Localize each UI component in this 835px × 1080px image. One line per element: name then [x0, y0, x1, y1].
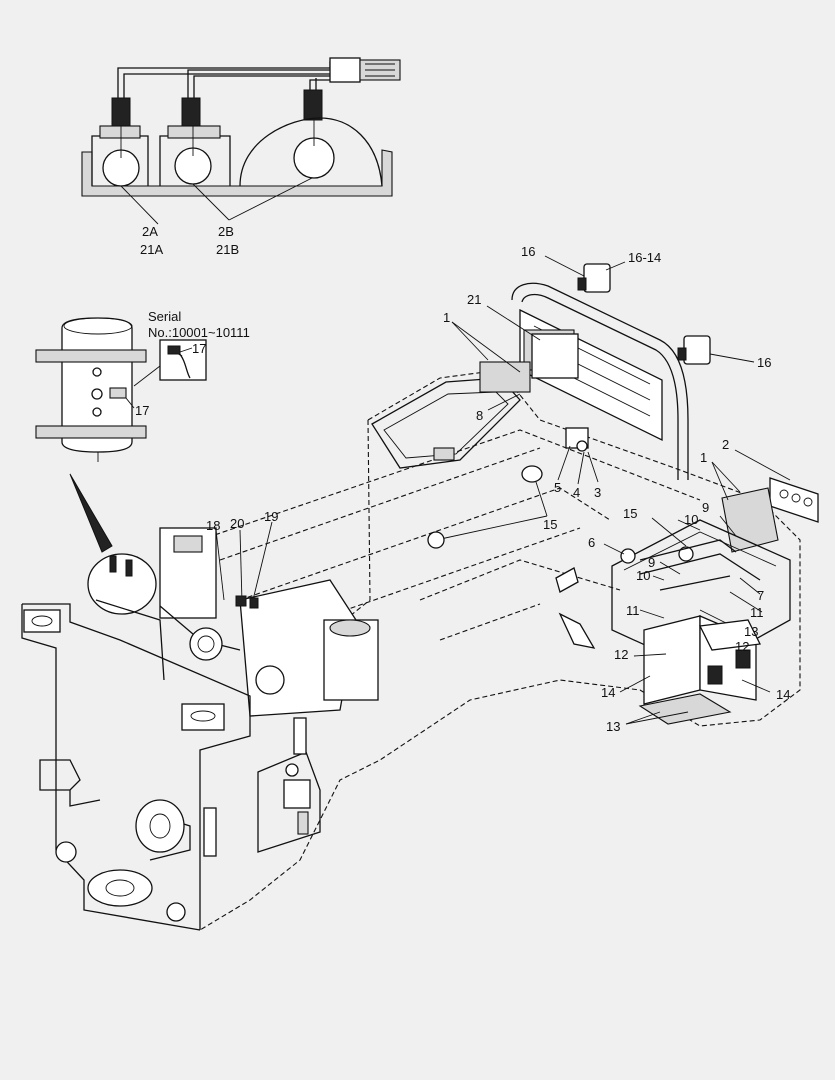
callout-11-right: 11 — [750, 605, 764, 620]
callout-5: 5 — [554, 480, 561, 495]
callout-4: 4 — [573, 485, 580, 500]
callout-21B: 21B — [216, 242, 239, 257]
mount-pad-icon — [181, 703, 225, 731]
callout-12-left: 12 — [614, 647, 628, 662]
pivot-icon — [55, 841, 77, 863]
callout-13-right: 13 — [744, 624, 758, 639]
battery-box — [611, 519, 791, 671]
lamp-socket-icon — [303, 89, 323, 121]
front-frame — [22, 603, 251, 930]
callout-1-left: 1 — [443, 310, 450, 325]
callout-18: 18 — [206, 518, 220, 533]
grommet-icon — [427, 531, 445, 549]
rops-guard — [511, 282, 689, 480]
battery-icon — [643, 615, 701, 705]
callout-15-mid: 15 — [543, 517, 557, 532]
work-light-icon — [583, 263, 611, 293]
axle-port-icon — [255, 665, 285, 695]
flange-icon — [87, 869, 153, 907]
callout-17-tank: 17 — [135, 403, 149, 418]
battery-icon — [699, 619, 761, 651]
combination-lamp-icon — [769, 477, 819, 523]
callout-21: 21 — [467, 292, 481, 307]
machine-frame — [21, 255, 819, 931]
axle-mount — [323, 619, 379, 701]
connector-icon — [329, 57, 361, 83]
callout-2B: 2B — [218, 224, 234, 239]
valve-fitting-icon — [167, 345, 181, 355]
callout-19: 19 — [264, 509, 278, 524]
pivot-wheel-icon — [135, 799, 185, 853]
grommet-icon — [678, 546, 694, 562]
callout-16-top: 16 — [521, 244, 535, 259]
switch-icon — [249, 597, 259, 609]
callout-14-left: 14 — [601, 685, 615, 700]
tank-strap-icon — [35, 349, 147, 363]
callout-7: 7 — [757, 588, 764, 603]
callout-14-right: 14 — [776, 687, 790, 702]
tank-strap-icon — [35, 425, 147, 439]
tray-pan — [371, 377, 521, 469]
callout-10-top: 10 — [684, 512, 698, 527]
callout-16-right: 16 — [757, 355, 771, 370]
lamp-socket-icon — [181, 97, 201, 127]
lamp-guard — [479, 361, 531, 393]
callout-13-bottom: 13 — [606, 719, 620, 734]
lamp-section-detail — [81, 57, 401, 225]
switch-icon — [235, 595, 247, 607]
combination-lamp-icon — [531, 333, 579, 379]
air-tank-icon — [87, 553, 157, 615]
lug-icon — [558, 612, 596, 649]
hitch-icon — [39, 759, 81, 791]
chassis-outline — [199, 369, 801, 931]
callout-17-detail: 17 — [192, 341, 206, 356]
callout-16-14: 16-14 — [628, 250, 661, 265]
callout-9-mid: 9 — [648, 555, 655, 570]
pointer-arrow-icon — [69, 473, 113, 553]
work-light-icon — [683, 335, 711, 365]
mount-pad-icon — [23, 609, 61, 633]
battery-terminal-icon — [735, 649, 751, 669]
plate-icon — [203, 807, 217, 857]
serial-note-line2: No.:10001~10111 — [148, 325, 250, 340]
callout-6: 6 — [588, 535, 595, 550]
callout-2A: 2A — [142, 224, 158, 239]
pivot-icon — [166, 902, 186, 922]
lower-bracket — [257, 751, 321, 853]
air-tank-detail — [35, 317, 207, 553]
callout-3: 3 — [594, 485, 601, 500]
callout-10-mid: 10 — [636, 568, 650, 583]
lamp-socket-icon — [111, 97, 131, 127]
grommet-icon — [521, 465, 543, 483]
callout-8: 8 — [476, 408, 483, 423]
callout-15-right: 15 — [623, 506, 637, 521]
callout-11-left: 11 — [626, 603, 640, 618]
battery-terminal-icon — [707, 665, 723, 685]
battery-switch-icon — [620, 548, 636, 564]
callout-2: 2 — [722, 437, 729, 452]
callout-9-top: 9 — [702, 500, 709, 515]
bearing-icon — [189, 627, 223, 661]
serial-note-line1: Serial — [148, 309, 181, 324]
callout-1-right: 1 — [700, 450, 707, 465]
drain-valve-icon — [109, 387, 127, 399]
callout-21A: 21A — [140, 242, 163, 257]
callout-20: 20 — [230, 516, 244, 531]
callout-12-right: 12 — [735, 639, 749, 654]
